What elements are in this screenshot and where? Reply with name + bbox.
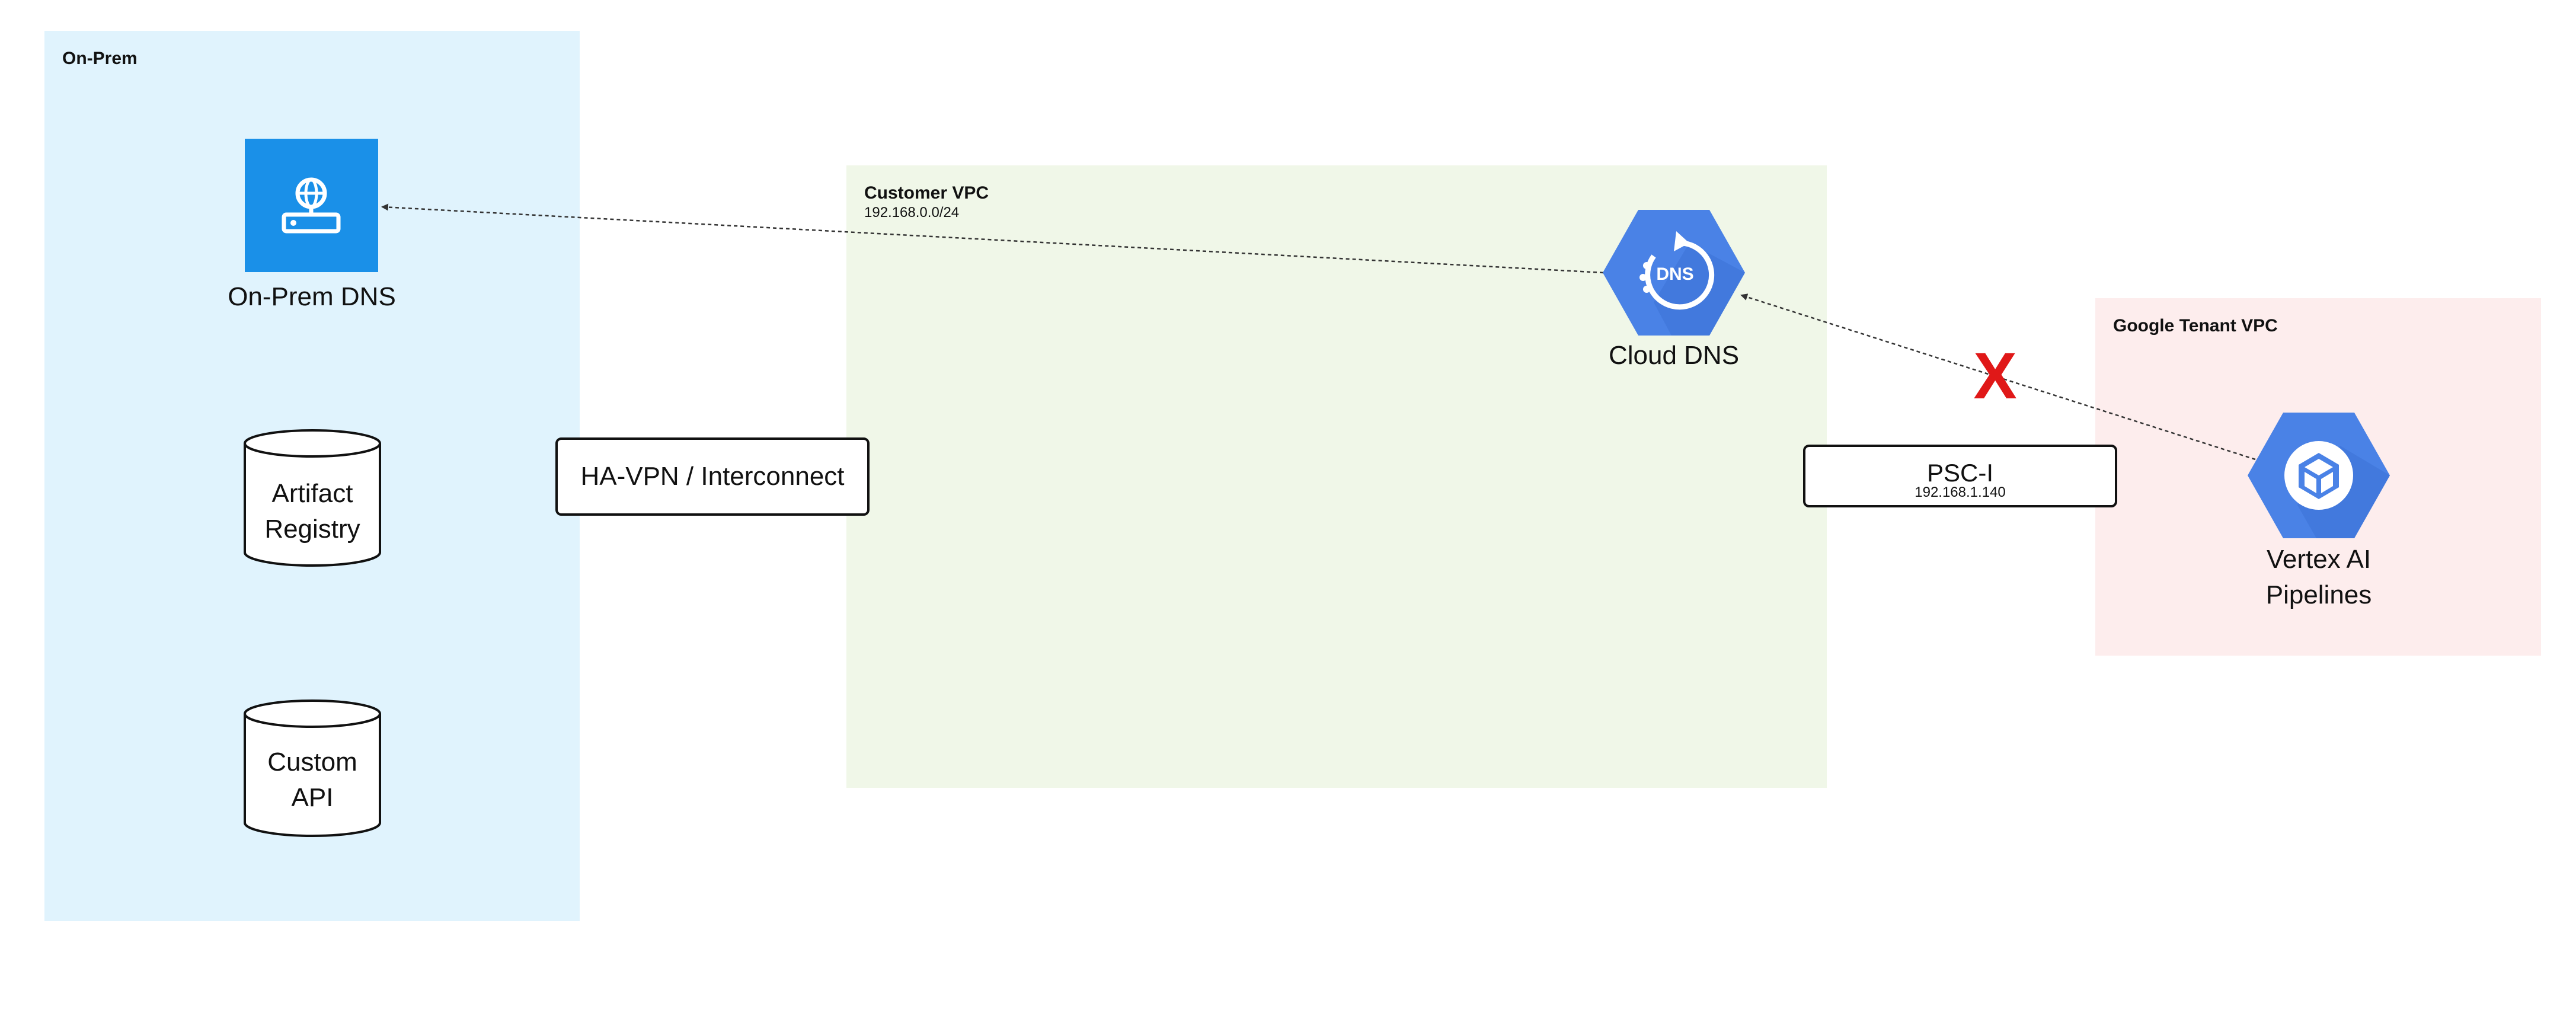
vertex-ai-pipelines-node[interactable] bbox=[2245, 410, 2392, 541]
vertex-label-line1: Vertex AI bbox=[2266, 545, 2372, 574]
custom-api-label-line1: Custom bbox=[267, 748, 357, 777]
cloud-dns-to-onprem-dns-arrow bbox=[381, 203, 1604, 274]
vertex-to-cloud-dns-arrow bbox=[1740, 293, 2256, 461]
artifact-registry-label: Artifact Registry bbox=[242, 476, 382, 547]
vpn-connector-label: HA-VPN / Interconnect bbox=[580, 462, 845, 491]
blocked-x-marker: X bbox=[1973, 340, 2017, 413]
cloud-dns-label: Cloud DNS bbox=[1608, 341, 1740, 370]
onprem-dns-node[interactable] bbox=[245, 139, 378, 272]
psci-connector-box[interactable]: PSC-I 192.168.1.140 bbox=[1803, 445, 2117, 507]
cloud-dns-icon-text: DNS bbox=[1656, 264, 1693, 284]
vpn-connector-box[interactable]: HA-VPN / Interconnect bbox=[555, 437, 870, 516]
artifact-registry-label-line2: Registry bbox=[264, 515, 360, 544]
custom-api-cylinder[interactable] bbox=[242, 699, 382, 839]
cloud-dns-node[interactable]: DNS bbox=[1600, 207, 1747, 338]
cloud-dns-icon: DNS bbox=[1639, 231, 1715, 310]
psci-connector-label: PSC-I bbox=[1926, 459, 1993, 487]
vertex-label-line2: Pipelines bbox=[2265, 580, 2372, 609]
custom-api-label: Custom API bbox=[242, 745, 382, 816]
vertex-ai-pipelines-icon bbox=[2284, 441, 2353, 510]
psci-connector-ip: 192.168.1.140 bbox=[1915, 484, 2006, 500]
tenant-vpc-title: Google Tenant VPC bbox=[2113, 316, 2278, 336]
custom-api-label-line2: API bbox=[291, 783, 334, 812]
customer-vpc-subnet: 192.168.0.0/24 bbox=[864, 205, 960, 221]
onprem-zone-title: On-Prem bbox=[62, 49, 138, 68]
vertex-ai-pipelines-label: Vertex AI Pipelines bbox=[2200, 542, 2437, 613]
customer-vpc-title: Customer VPC bbox=[864, 183, 989, 203]
artifact-registry-cylinder[interactable] bbox=[242, 429, 382, 569]
onprem-dns-label: On-Prem DNS bbox=[228, 282, 396, 311]
dns-server-icon bbox=[282, 177, 341, 234]
artifact-registry-label-line1: Artifact bbox=[271, 479, 353, 508]
